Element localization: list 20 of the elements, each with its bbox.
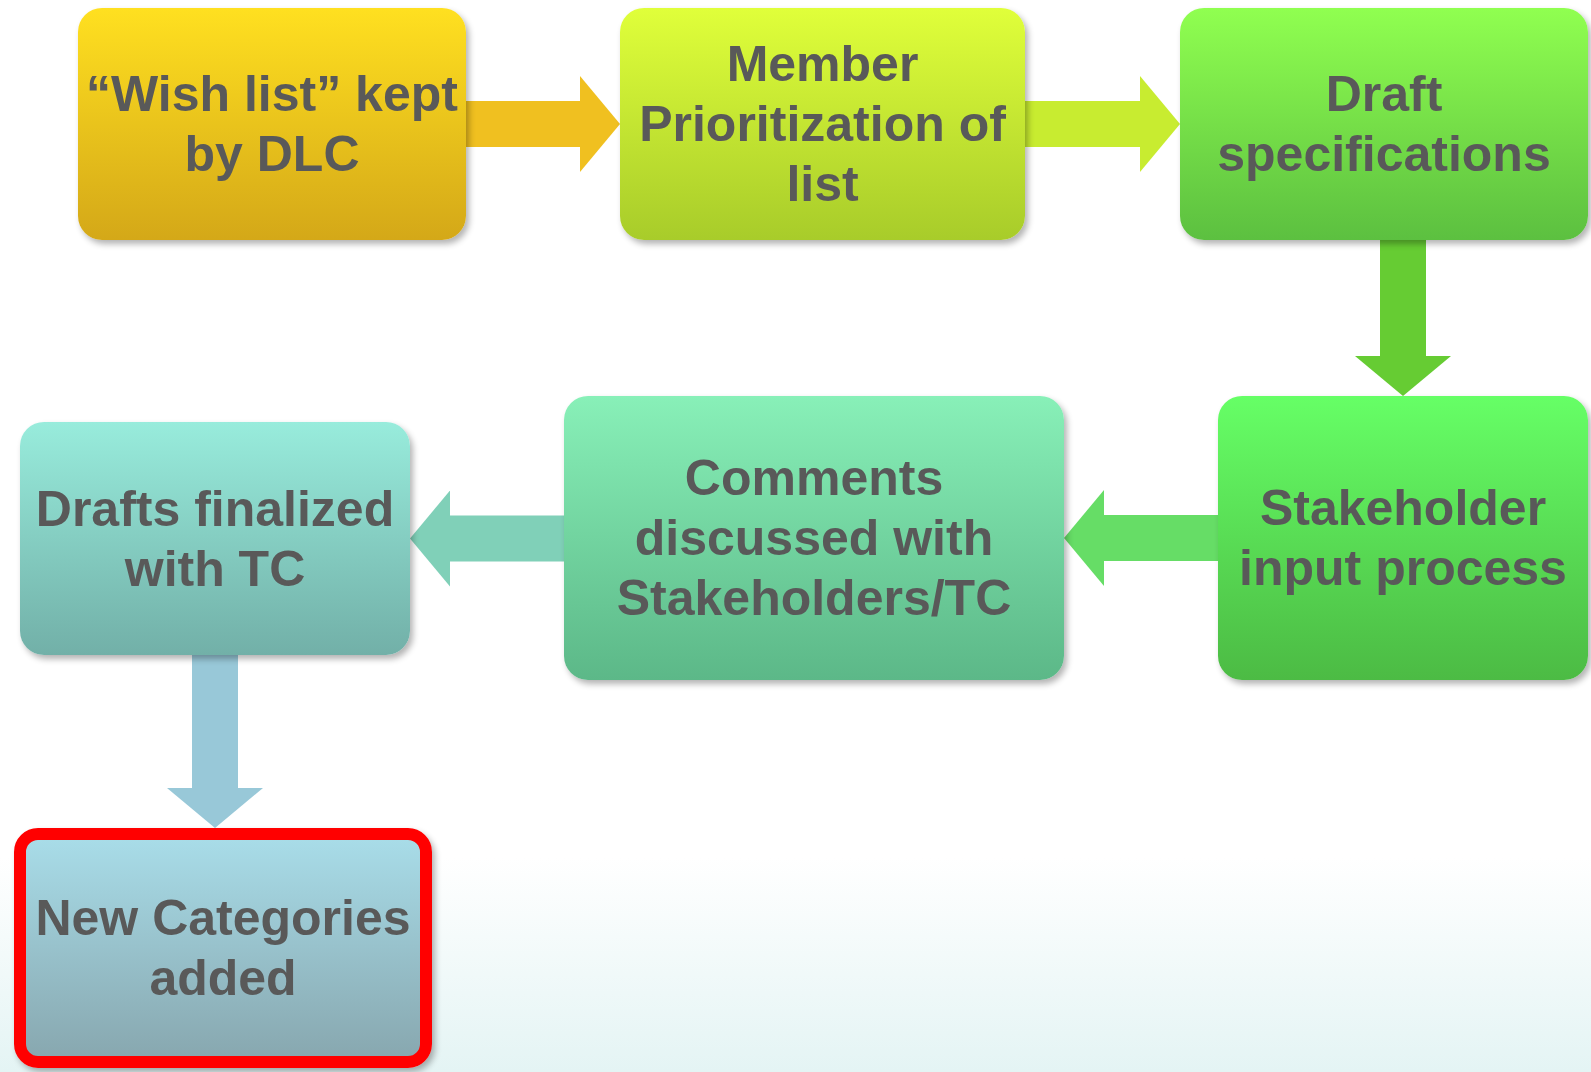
process-box (1180, 8, 1588, 240)
process-box (20, 422, 410, 655)
step-text: Member Prioritization of list (638, 35, 1007, 214)
block-arrow (1064, 490, 1218, 586)
step-text: Drafts finalized with TC (34, 479, 396, 599)
block-arrow (410, 490, 564, 587)
process-box (620, 8, 1025, 240)
step-text: Draft specifications (1216, 65, 1552, 184)
block-arrow (466, 76, 620, 172)
process-box (1218, 396, 1588, 680)
process-box (564, 396, 1064, 680)
block-arrow (167, 655, 263, 828)
step-text: Stakeholder input process (1238, 479, 1568, 598)
step-text: “Wish list” kept by DLC (86, 65, 458, 184)
step-text: New Categories added (34, 889, 412, 1008)
process-box (78, 8, 466, 240)
step-text: Comments discussed with Stakeholders/TC (615, 449, 1013, 628)
process-box (14, 828, 432, 1068)
block-arrow (1355, 240, 1451, 396)
block-arrow (1025, 76, 1180, 172)
